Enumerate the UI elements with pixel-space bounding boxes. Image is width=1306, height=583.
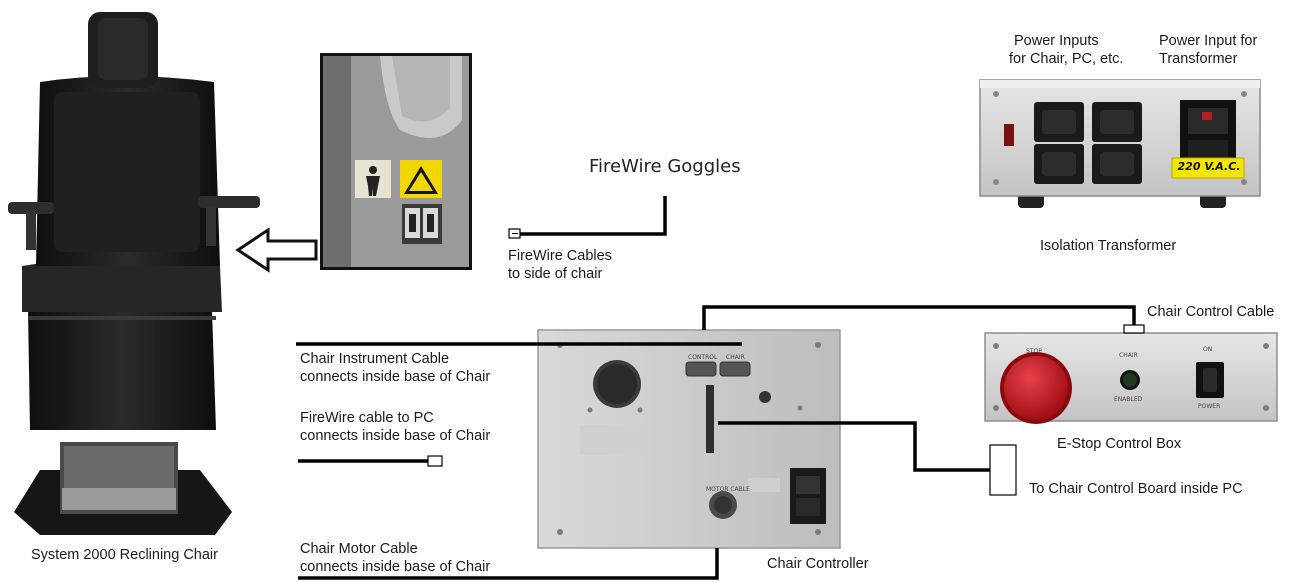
power-transformer-label-line2: Transformer [1159, 51, 1238, 67]
estop-control-box-photo [984, 332, 1278, 424]
power-chair-label-line2: for Chair, PC, etc. [1009, 51, 1124, 67]
chair-control-cable-plug [1123, 324, 1145, 334]
firewire-pc-label-line1: FireWire cable to PC [300, 410, 434, 426]
firewire-pc-plug [427, 455, 443, 467]
chair-controller-label: Chair Controller [767, 556, 869, 572]
cable-lines [296, 305, 1136, 580]
controller-motor-cable-text: MOTOR CABLE [706, 486, 750, 493]
estop-on-text: ON [1203, 346, 1213, 353]
controller-chair-text: CHAIR [726, 354, 745, 361]
goggles-label: FireWire Goggles [589, 156, 741, 177]
firewire-pc-label-line2: connects inside base of Chair [300, 428, 491, 444]
reclining-chair-photo [8, 12, 260, 535]
estop-power-text: POWER [1198, 403, 1221, 410]
controller-control-text: CONTROL [688, 354, 718, 361]
firewire-side-label-line2: to side of chair [508, 266, 603, 282]
voltage-tag: 220 V.A.C. [1177, 160, 1241, 173]
motor-cable-label-line1: Chair Motor Cable [300, 541, 418, 557]
isolation-transformer-photo [979, 79, 1261, 208]
firewire-goggles-cable [508, 196, 667, 239]
chair-control-cable-label: Chair Control Cable [1147, 304, 1275, 320]
estop-enabled-text: ENABLED [1114, 396, 1143, 403]
power-chair-label-line1: Power Inputs [1014, 33, 1099, 49]
pointer-arrow [235, 227, 318, 273]
control-board-label: To Chair Control Board inside PC [1029, 481, 1243, 497]
estop-stop-text: STOP [1026, 348, 1042, 355]
firewire-side-label-line1: FireWire Cables [508, 248, 612, 264]
chair-controller-photo [537, 329, 841, 549]
estop-chair-text: CHAIR [1119, 352, 1138, 359]
instrument-cable-label-line1: Chair Instrument Cable [300, 351, 450, 367]
control-board-box [989, 444, 1017, 496]
estop-box-label: E-Stop Control Box [1057, 436, 1182, 452]
chair-label: System 2000 Reclining Chair [31, 547, 218, 563]
motor-cable-label-line2: connects inside base of Chair [300, 559, 491, 575]
firewire-port-photo [320, 53, 472, 270]
instrument-cable-label-line2: connects inside base of Chair [300, 369, 491, 385]
power-transformer-label-line1: Power Input for [1159, 33, 1258, 49]
isolation-transformer-label: Isolation Transformer [1040, 238, 1177, 254]
